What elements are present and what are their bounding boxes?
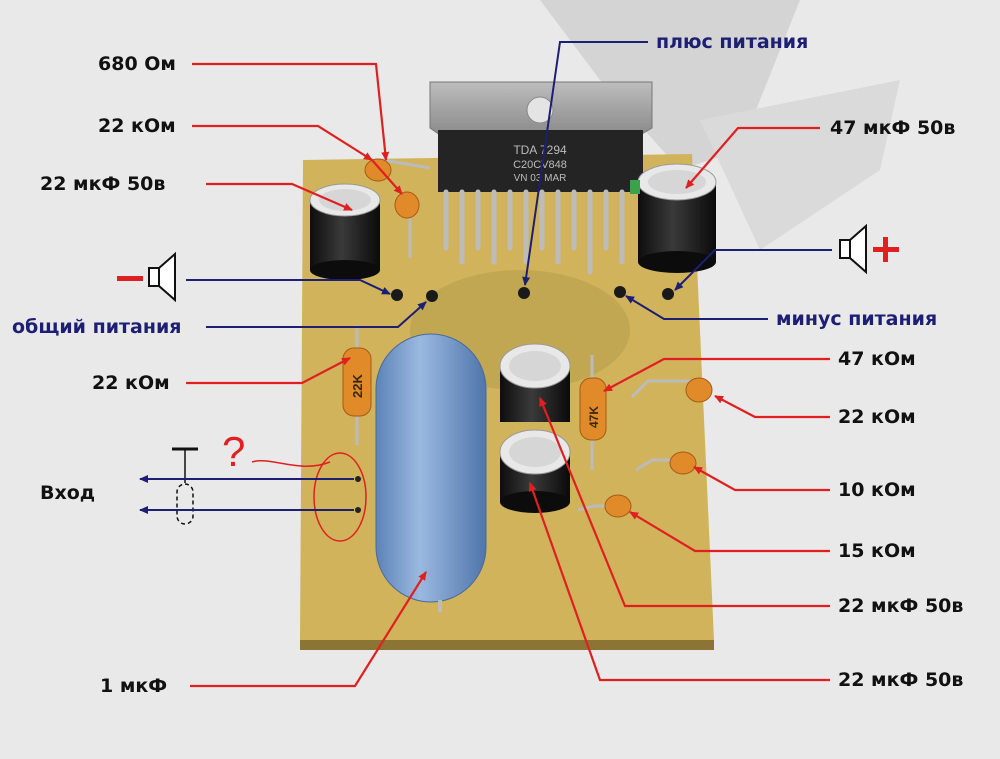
label-47-uf: 47 мкФ 50в	[830, 117, 956, 139]
handdrawn-squiggle	[251, 460, 331, 467]
question-mark: ?	[222, 428, 245, 475]
r10k-body	[669, 451, 697, 475]
cap-1uf-body	[375, 333, 487, 603]
leader-speaker-minus	[186, 279, 391, 295]
leader-gnd	[206, 301, 427, 328]
label-15-kohm: 15 кОм	[838, 540, 916, 562]
cap-mid-upper-rim	[509, 351, 561, 381]
speaker-icon-left	[148, 251, 176, 303]
r22k-top-body	[394, 191, 420, 219]
label-1-uf: 1 мкФ	[100, 675, 168, 697]
leader-c47	[685, 126, 820, 189]
chip-label-1: TDA 7294	[513, 143, 567, 157]
leader-r680	[192, 62, 390, 161]
chip-mount-hole	[526, 96, 554, 124]
red-leader-lines	[186, 62, 830, 688]
leader-speaker-plus	[674, 249, 832, 291]
label-minus-supply: минус питания	[776, 308, 938, 330]
r22k-right-body	[685, 377, 713, 403]
label-22-kohm-mid: 22 кОм	[92, 372, 170, 394]
leader-c22-right1	[538, 397, 830, 608]
leader-c1u	[190, 571, 427, 688]
cap-top-left-rim	[319, 189, 371, 211]
leader-vplus	[522, 41, 648, 286]
leader-r22k-right	[714, 395, 830, 419]
label-22-uf-right-2: 22 мкФ 50в	[838, 669, 964, 691]
label-22-kohm-top: 22 кОм	[98, 115, 176, 137]
chip-label-2: C20CV848	[513, 159, 567, 171]
r47k-body	[579, 377, 607, 441]
cap-mid-lower-rim	[509, 437, 561, 467]
input-pad-1	[355, 476, 361, 482]
label-47-kohm: 47 кОм	[838, 348, 916, 370]
label-plus-supply: плюс питания	[656, 31, 809, 53]
input-connector-symbol	[172, 447, 198, 525]
leader-r15k	[629, 511, 830, 553]
r22k-mid-marking: 22K	[350, 374, 365, 398]
r15k-body	[604, 494, 632, 518]
r22k-right-lead	[630, 379, 695, 399]
leader-vminus	[625, 295, 768, 320]
r680-lead	[382, 158, 431, 170]
label-common-supply: общий питания	[12, 316, 182, 338]
leader-r22k-top-2	[371, 159, 403, 195]
handdrawn-circle	[313, 452, 367, 542]
leader-c22-top	[206, 182, 353, 212]
cap-mid-lower-bottom	[500, 491, 570, 513]
label-input: Вход	[40, 482, 96, 504]
leader-r22k-top	[192, 124, 373, 161]
label-22-kohm-right: 22 кОм	[838, 406, 916, 428]
pcb-board-edge	[300, 640, 714, 650]
label-680-ohm: 680 Ом	[98, 53, 176, 75]
label-22-uf-top: 22 мкФ 50в	[40, 173, 166, 195]
cap-top-left-bottom	[310, 260, 380, 280]
leader-r47k	[603, 357, 830, 392]
background-shadow-2	[700, 80, 900, 250]
minus-sign	[117, 276, 143, 281]
r47k-marking: 47K	[587, 406, 601, 428]
speaker-icon-right	[839, 223, 867, 275]
plus-sign	[873, 237, 899, 262]
label-22-uf-right-1: 22 мкФ 50в	[838, 595, 964, 617]
blue-leader-lines	[186, 41, 832, 328]
input-pad-2	[355, 507, 361, 513]
leader-c22-right2	[528, 482, 830, 682]
chip-pins	[443, 189, 625, 275]
cap-top-right-green-mark	[630, 180, 640, 194]
leader-r22k-mid	[186, 357, 351, 385]
label-10-kohm: 10 кОм	[838, 479, 916, 501]
leader-r10k	[693, 466, 830, 492]
solder-pads	[391, 286, 674, 302]
